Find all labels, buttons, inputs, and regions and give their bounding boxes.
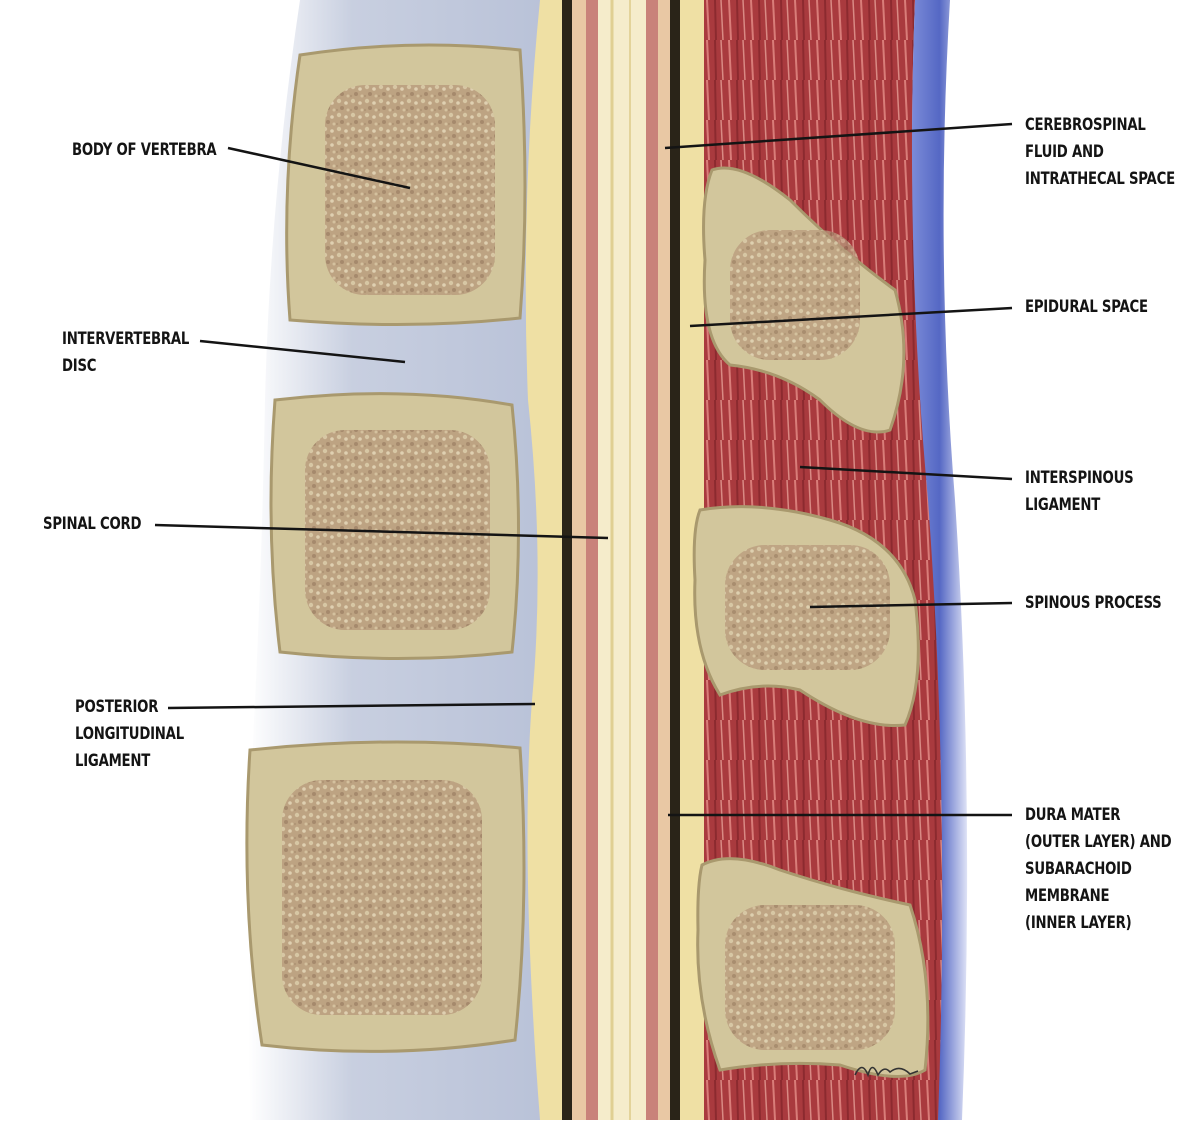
label-dura-mater: DURA MATER (OUTER LAYER) AND SUBARACHOID… [1025, 802, 1171, 937]
subarachnoid-right [658, 0, 670, 1120]
label-interspinous-ligament: INTERSPINOUS LIGAMENT [1025, 465, 1133, 519]
subarachnoid-left [572, 0, 586, 1120]
label-spinal-cord: SPINAL CORD [43, 511, 141, 538]
label-epidural-space: EPIDURAL SPACE [1025, 294, 1148, 321]
spinal-cord [598, 0, 646, 1120]
pia-left [586, 0, 598, 1120]
label-intervertebral-disc: INTERVERTEBRAL DISC [62, 326, 189, 380]
label-cerebrospinal-fluid: CEREBROSPINAL FLUID AND INTRATHECAL SPAC… [1025, 112, 1175, 193]
dura-dark-line-right [670, 0, 680, 1120]
label-body-of-vertebra: BODY OF VERTEBRA [72, 137, 216, 164]
vertebra-body-2 [271, 394, 519, 659]
vertebra-body-3 [247, 742, 524, 1051]
dura-dark-line-left [562, 0, 572, 1120]
label-spinous-process: SPINOUS PROCESS [1025, 590, 1162, 617]
label-posterior-longitudinal-ligament: POSTERIOR LONGITUDINAL LIGAMENT [75, 694, 184, 775]
vertebra-body-1 [287, 45, 525, 325]
pia-right [646, 0, 658, 1120]
